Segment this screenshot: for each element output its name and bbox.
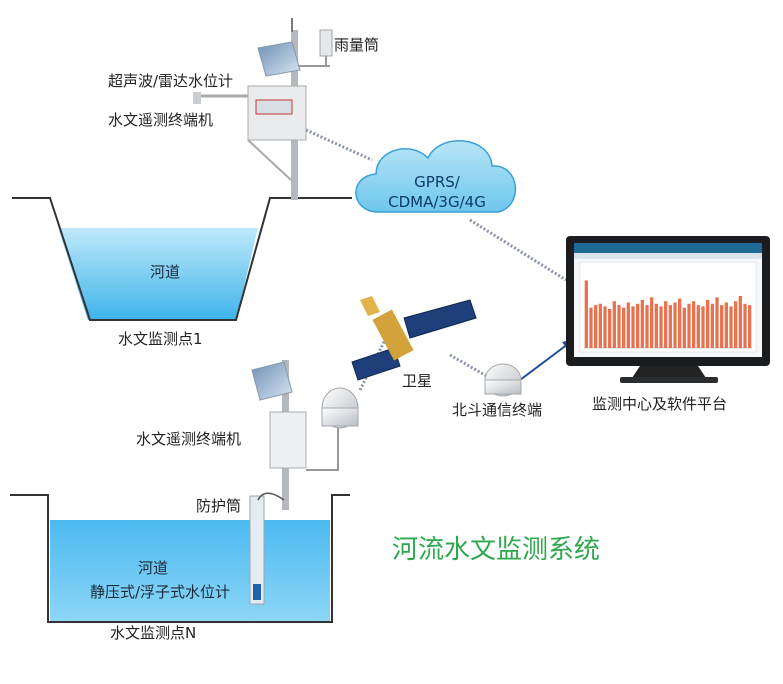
cloud-line-2: CDMA/3G/4G bbox=[388, 193, 486, 212]
beidou-terminal-icon bbox=[484, 363, 522, 397]
chart-bar bbox=[659, 306, 663, 348]
chart-bar bbox=[631, 306, 635, 348]
chart-bar bbox=[603, 306, 607, 348]
cloud-text: GPRS/ CDMA/3G/4G bbox=[362, 172, 512, 213]
station-n-river-label: 河道 bbox=[138, 559, 169, 577]
platform-label: 监测中心及软件平台 bbox=[592, 395, 728, 413]
chart-bar bbox=[598, 303, 602, 348]
chart-bar bbox=[710, 303, 714, 348]
chart-bar bbox=[729, 306, 733, 348]
station-n-beidou-dome bbox=[321, 387, 359, 429]
chart-bar bbox=[743, 303, 747, 348]
network-cloud bbox=[355, 140, 516, 213]
chart-bar bbox=[594, 305, 598, 348]
beidou-terminal-label: 北斗通信终端 bbox=[452, 401, 543, 419]
station-n-site-label: 水文监测点N bbox=[110, 624, 197, 642]
chart-bar bbox=[608, 309, 612, 348]
station-1-terminal-label: 水文遥测终端机 bbox=[108, 111, 214, 129]
chart-bar bbox=[706, 299, 710, 348]
chart-bar bbox=[715, 297, 719, 348]
chart-bar bbox=[654, 303, 658, 348]
monitor bbox=[566, 236, 770, 383]
chart-bar bbox=[673, 302, 677, 348]
chart-bar bbox=[640, 299, 644, 348]
chart-bar bbox=[682, 307, 686, 348]
chart-bar bbox=[622, 307, 626, 348]
chart-bar bbox=[589, 307, 593, 348]
chart-bar bbox=[645, 305, 649, 348]
chart-bar bbox=[617, 305, 621, 348]
chart-bar bbox=[696, 305, 700, 348]
chart-bar bbox=[724, 302, 728, 348]
chart-bar bbox=[701, 306, 705, 348]
chart-bar bbox=[626, 302, 630, 348]
river-channel-1 bbox=[12, 197, 352, 321]
chart-bar bbox=[678, 298, 682, 348]
chart-bar bbox=[692, 301, 696, 348]
chart-bar bbox=[748, 305, 752, 348]
station-1-site-label: 水文监测点1 bbox=[118, 330, 203, 348]
protective-pipe-label: 防护筒 bbox=[196, 497, 242, 515]
station-n-level-meter-label: 静压式/浮子式水位计 bbox=[90, 583, 231, 601]
river-channel-n bbox=[10, 494, 350, 623]
station-1-mast bbox=[193, 18, 333, 200]
diagram-title: 河流水文监测系统 bbox=[392, 535, 601, 565]
chart-bar bbox=[734, 301, 738, 348]
chart-bar bbox=[612, 301, 616, 348]
chart-bar bbox=[650, 297, 654, 348]
chart-bars bbox=[584, 280, 752, 349]
chart-bar bbox=[664, 301, 668, 348]
cloud-line-1: GPRS/ bbox=[414, 173, 460, 191]
station-n-terminal-label: 水文遥测终端机 bbox=[136, 430, 242, 448]
chart-bar bbox=[584, 280, 588, 348]
rain-gauge-label: 雨量筒 bbox=[334, 36, 380, 54]
station-1-river-label: 河道 bbox=[150, 263, 181, 281]
satellite-icon bbox=[351, 296, 477, 381]
station-1-level-meter-label: 超声波/雷达水位计 bbox=[108, 72, 234, 90]
chart-bar bbox=[720, 305, 724, 348]
arrow-to-platform bbox=[519, 339, 574, 381]
station-n-mast bbox=[249, 360, 339, 605]
satellite-label: 卫星 bbox=[402, 372, 433, 390]
chart-bar bbox=[636, 303, 640, 348]
comm-links bbox=[305, 128, 567, 391]
chart-bar bbox=[687, 303, 691, 348]
chart-bar bbox=[668, 305, 672, 348]
chart-bar bbox=[738, 296, 742, 348]
